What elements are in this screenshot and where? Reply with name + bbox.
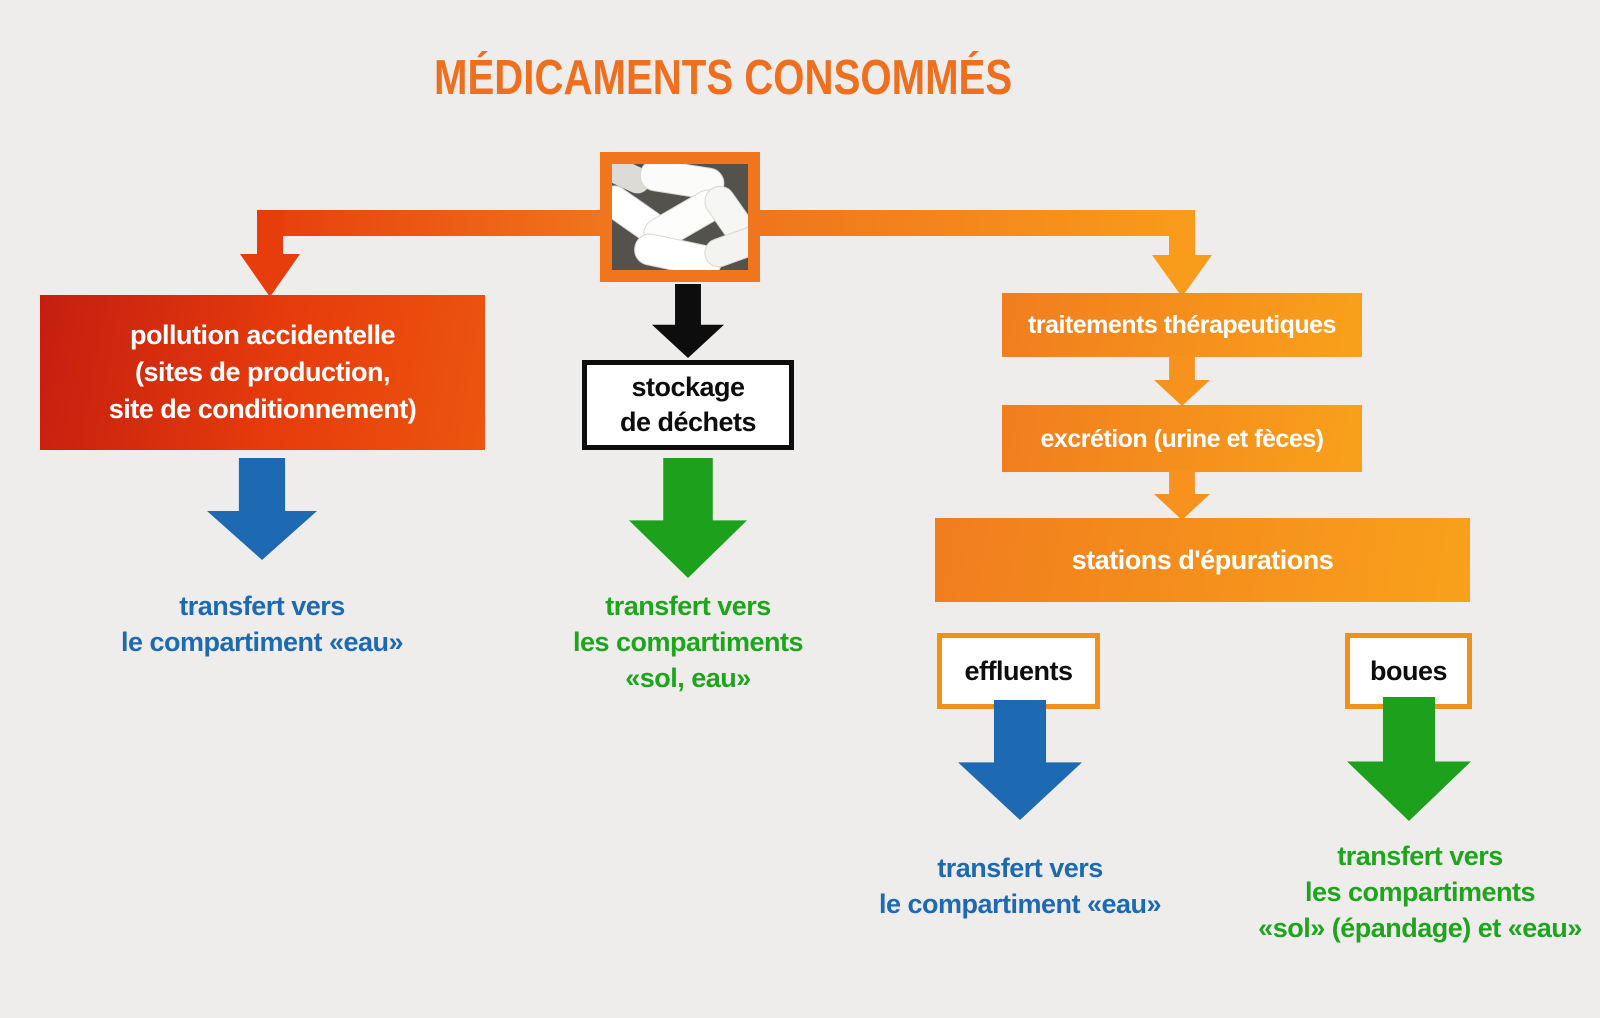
white-capsules-icon: [612, 164, 748, 270]
transfer-sol-eau-center: transfert vers les compartiments «sol, e…: [488, 588, 888, 696]
connector-left-vertical: [257, 210, 283, 256]
node-stations-epurations: stations d'épurations: [935, 518, 1470, 602]
transfer-line: les compartiments: [1304, 877, 1536, 907]
node-traitements-therapeutiques: traitements thérapeutiques: [1002, 293, 1362, 357]
orange-down-arrow-icon: [1154, 356, 1210, 406]
node-line: traitements thérapeutiques: [1028, 311, 1336, 339]
node-excretion: excrétion (urine et fèces): [1002, 405, 1362, 472]
blue-down-arrow-icon: [207, 458, 317, 560]
transfer-eau-right: transfert vers le compartiment «eau»: [840, 850, 1200, 922]
transfer-eau-left: transfert vers le compartiment «eau»: [62, 588, 462, 660]
orange-arrowhead-icon: [1152, 255, 1212, 297]
transfer-line: transfert vers: [937, 853, 1103, 883]
transfer-line: transfert vers: [1337, 841, 1503, 871]
node-line: stations d'épurations: [1071, 545, 1334, 575]
red-arrowhead-icon: [240, 254, 300, 297]
diagram-title: MÉDICAMENTS CONSOMMÉS: [434, 51, 1013, 105]
node-line: pollution accidentelle: [129, 320, 396, 350]
orange-down-arrow-icon: [1154, 470, 1210, 520]
node-line: de déchets: [619, 407, 757, 437]
transfer-line: «sol» (épandage) et «eau»: [1258, 913, 1582, 943]
blue-down-arrow-icon: [958, 700, 1082, 820]
node-stockage-dechets: stockage de déchets: [582, 360, 794, 450]
transfer-line: «sol, eau»: [625, 663, 751, 693]
connector-right-vertical: [1169, 210, 1195, 257]
transfer-line: transfert vers: [605, 591, 771, 621]
transfer-sol-epandage-eau: transfert vers les compartiments «sol» (…: [1230, 838, 1600, 946]
node-line: excrétion (urine et fèces): [1040, 424, 1324, 453]
transfer-line: transfert vers: [179, 591, 345, 621]
green-down-arrow-icon: [629, 458, 747, 578]
connector-left-horizontal: [257, 210, 600, 236]
node-line: (sites de production,: [134, 357, 391, 387]
node-pollution-accidentelle: pollution accidentelle (sites de product…: [40, 295, 485, 450]
connector-right-horizontal: [760, 210, 1195, 236]
node-line: site de conditionnement): [108, 394, 417, 424]
node-line: stockage: [631, 372, 745, 402]
pills-photo: [600, 152, 760, 282]
transfer-line: les compartiments: [572, 627, 804, 657]
black-down-arrow-icon: [652, 284, 724, 358]
node-effluents: effluents: [937, 633, 1100, 709]
node-line: effluents: [964, 655, 1073, 686]
node-line: boues: [1369, 655, 1448, 686]
transfer-line: le compartiment «eau»: [878, 889, 1162, 919]
transfer-line: le compartiment «eau»: [120, 627, 404, 657]
green-down-arrow-icon: [1347, 697, 1471, 821]
